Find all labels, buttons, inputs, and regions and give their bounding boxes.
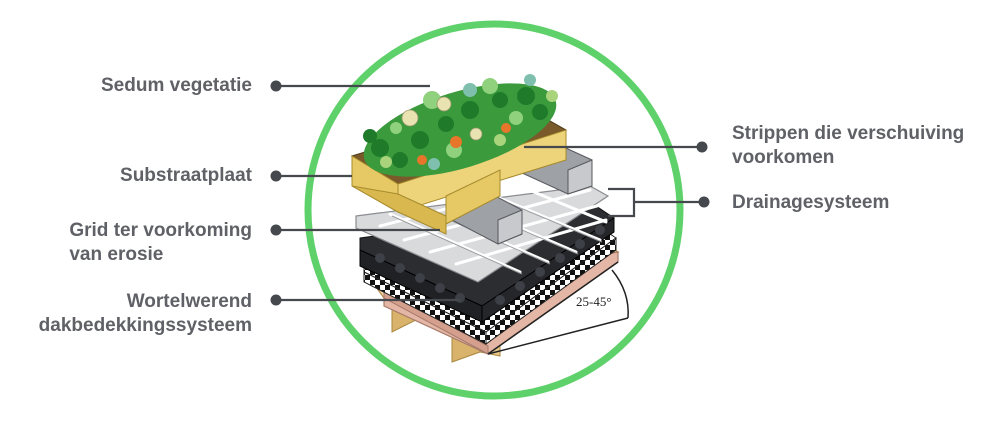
label-sedum-vegetatie: Sedum vegetatie <box>101 74 252 98</box>
label-drainage-text: Drainagesysteem <box>732 192 890 213</box>
label-wortelwerend: Wortelwerend dakbedekkingssysteem <box>39 290 252 338</box>
leader-lines <box>270 80 710 306</box>
label-grid-line2: van erosie <box>69 244 164 265</box>
label-strippen: Strippen die verschuiving voorkomen <box>732 122 964 170</box>
slope-angle-indicator: 25-45° <box>487 261 629 355</box>
label-grid-erosie: Grid ter voorkoming van erosie <box>69 219 252 267</box>
label-drainagesysteem: Drainagesysteem <box>732 191 889 215</box>
angle-label: 25-45° <box>576 294 612 309</box>
label-strippen-line1: Strippen die verschuiving <box>732 123 965 144</box>
label-substraatplaat: Substraatplaat <box>120 164 252 188</box>
label-grid-line1: Grid ter voorkoming <box>69 220 252 241</box>
label-sedum-text: Sedum vegetatie <box>101 75 252 96</box>
sedum-plants <box>363 74 558 177</box>
label-strippen-line2: voorkomen <box>732 147 835 168</box>
label-substraat-text: Substraatplaat <box>120 165 252 186</box>
label-wortel-line1: Wortelwerend <box>126 291 252 312</box>
label-wortel-line2: dakbedekkingssysteem <box>38 315 252 336</box>
